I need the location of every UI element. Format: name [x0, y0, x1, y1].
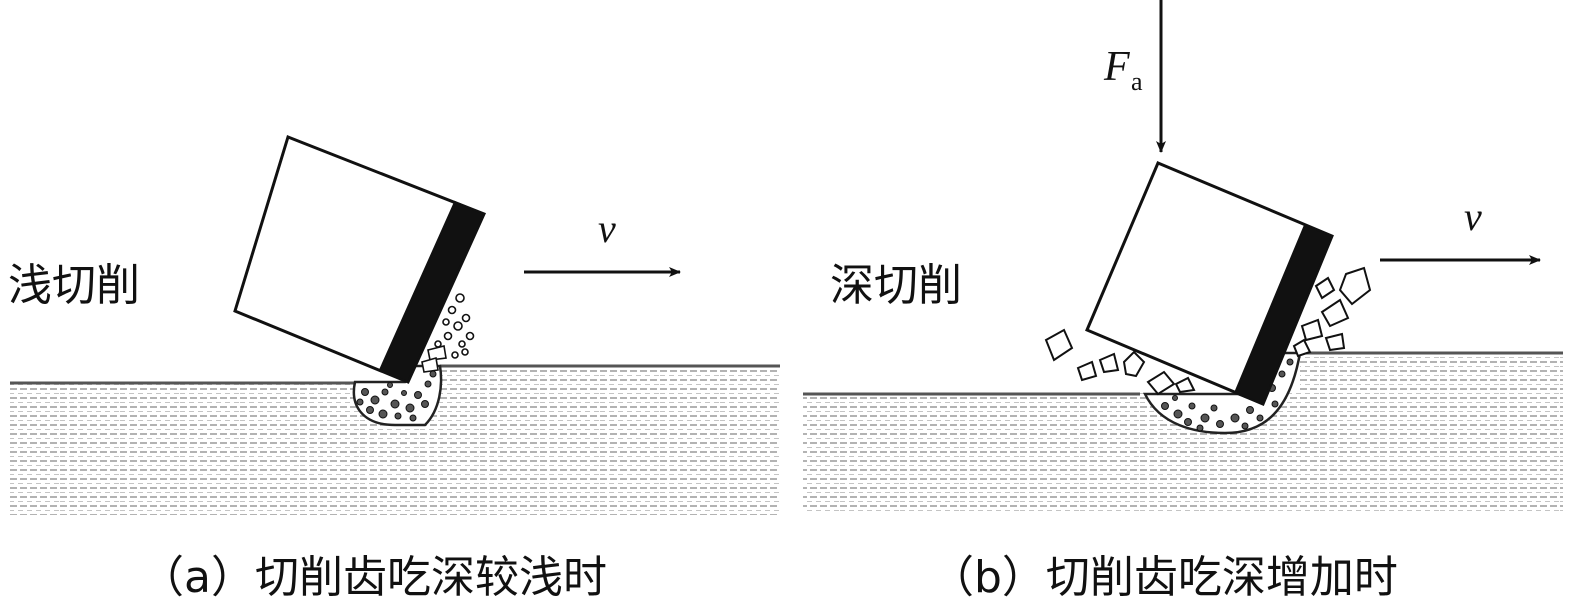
uncut-step-b: [1300, 354, 1563, 394]
deep-cut-label: 深切削: [830, 260, 962, 311]
caption-a: （a）切削齿吃深较浅时: [140, 552, 607, 603]
panel-a: v 浅切削 （a）切削齿吃深较浅时: [8, 135, 780, 603]
cutter-edge-a: [378, 200, 486, 384]
crushed-debris-b: [1161, 358, 1294, 432]
cutting-groove-a: [352, 364, 443, 427]
axial-force-subscript: a: [1131, 67, 1143, 96]
velocity-label-b: v: [1464, 194, 1482, 239]
uncut-step-a: [440, 367, 780, 383]
panel-b: F a v 深切削 （b）切削齿吃深增加时: [803, 0, 1563, 603]
cutter-edge-b: [1233, 223, 1334, 406]
axial-force-label: F: [1103, 44, 1130, 90]
velocity-label-a: v: [598, 206, 616, 251]
shallow-cut-label: 浅切削: [8, 260, 140, 311]
rock-chips-b: [1044, 266, 1372, 396]
crushed-debris-a: [356, 370, 437, 422]
rock-chips-a: [421, 293, 475, 373]
cutting-groove-b: [1143, 351, 1302, 435]
caption-b: （b）切削齿吃深增加时: [930, 552, 1398, 603]
